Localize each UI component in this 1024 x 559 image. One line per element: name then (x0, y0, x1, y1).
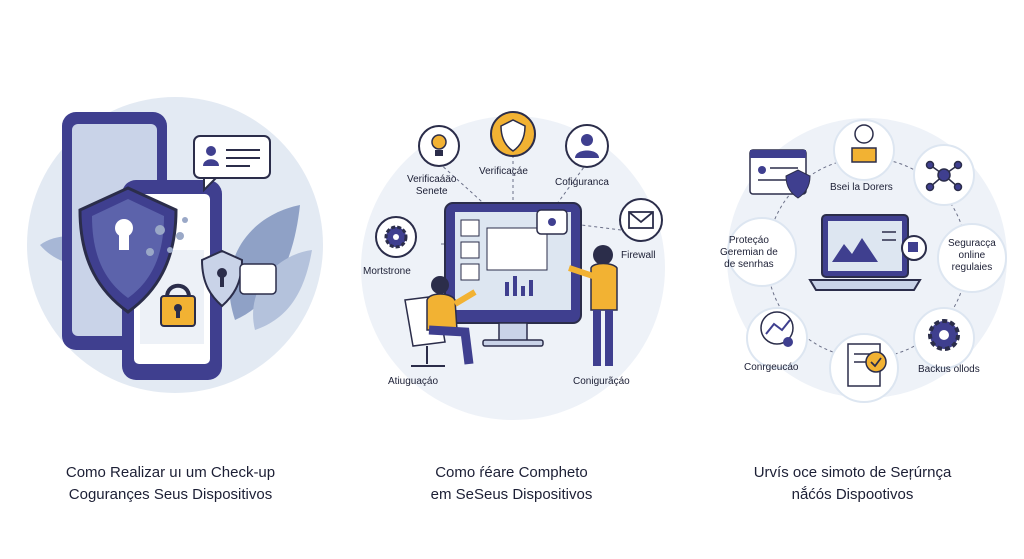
mail-icon (619, 198, 663, 242)
bulb-icon (851, 124, 877, 163)
label-verificacao-senete: Verificaáäo Senete (407, 174, 457, 197)
label-mortstrone: Mortstrone (363, 266, 411, 277)
caption-line-2: Cogurançes Seus Dispositivos (68, 486, 273, 503)
document-icon (847, 343, 887, 387)
label-atiuguacao: Atiuguaçáo (388, 376, 439, 387)
caption: Como Realizar uı um Check-up Cogurançes … (0, 462, 341, 506)
person-icon (568, 245, 618, 366)
caption: Urvís oce simoto de Seŗúrnça nắćós Dispo… (682, 462, 1023, 506)
caption-line-2: em SeSeus Dispositivos (430, 486, 593, 503)
label-configuranca: Cofiguranca (555, 177, 609, 188)
caption-line-1: Urvís oce simoto de Seŗúrnça (753, 464, 952, 481)
chat-bubble-icon (193, 135, 271, 193)
user-icon (565, 124, 609, 168)
caption-line-1: Como Realizar uı um Check-up (65, 464, 276, 481)
label-bsei-la-dorers: Bsei la Dorers (830, 182, 893, 193)
caption-line-1: Como ŕéare Compheto (435, 464, 588, 481)
label-protecao: Proteçáo Geremian de de senrhas (720, 235, 778, 270)
network-icon (925, 160, 963, 192)
caption: Como ŕéare Compheto em SeSeus Dispositiv… (341, 462, 682, 506)
gear-icon (928, 319, 960, 351)
security-cycle-illustration (727, 118, 1007, 403)
label-backus-ollods: Backus ollods (918, 364, 980, 375)
padlock-icon (160, 283, 196, 327)
panel-device-checkup: Como Realizar uı um Check-up Cogurançes … (0, 0, 341, 559)
bulb-icon (418, 125, 460, 167)
label-firewall: Firewall (621, 250, 656, 261)
laptop-icon (808, 214, 922, 291)
caption-line-2: nắćós Dispootivos (791, 486, 914, 503)
shield-lock-icon (78, 186, 178, 314)
label-seguracca: Seguracça online regulaies (948, 238, 996, 273)
shield-check-icon (490, 111, 536, 157)
gear-icon (375, 216, 417, 258)
document-icon (749, 149, 811, 199)
label-conrgeucao: Conrgeucáo (744, 362, 799, 373)
workstation-illustration (361, 111, 665, 420)
person-icon (426, 276, 477, 365)
panel-security-overview: Bsei la Dorers Proteçáo Geremian de de s… (682, 0, 1023, 559)
label-verificacao: Verificaçáe (479, 166, 528, 177)
label-configuracao: Conigurãçáo (573, 376, 630, 387)
phone-security-illustration (27, 97, 323, 393)
panel-complete-check: Verificaáäo Senete Verificaçáe Cofiguran… (341, 0, 682, 559)
